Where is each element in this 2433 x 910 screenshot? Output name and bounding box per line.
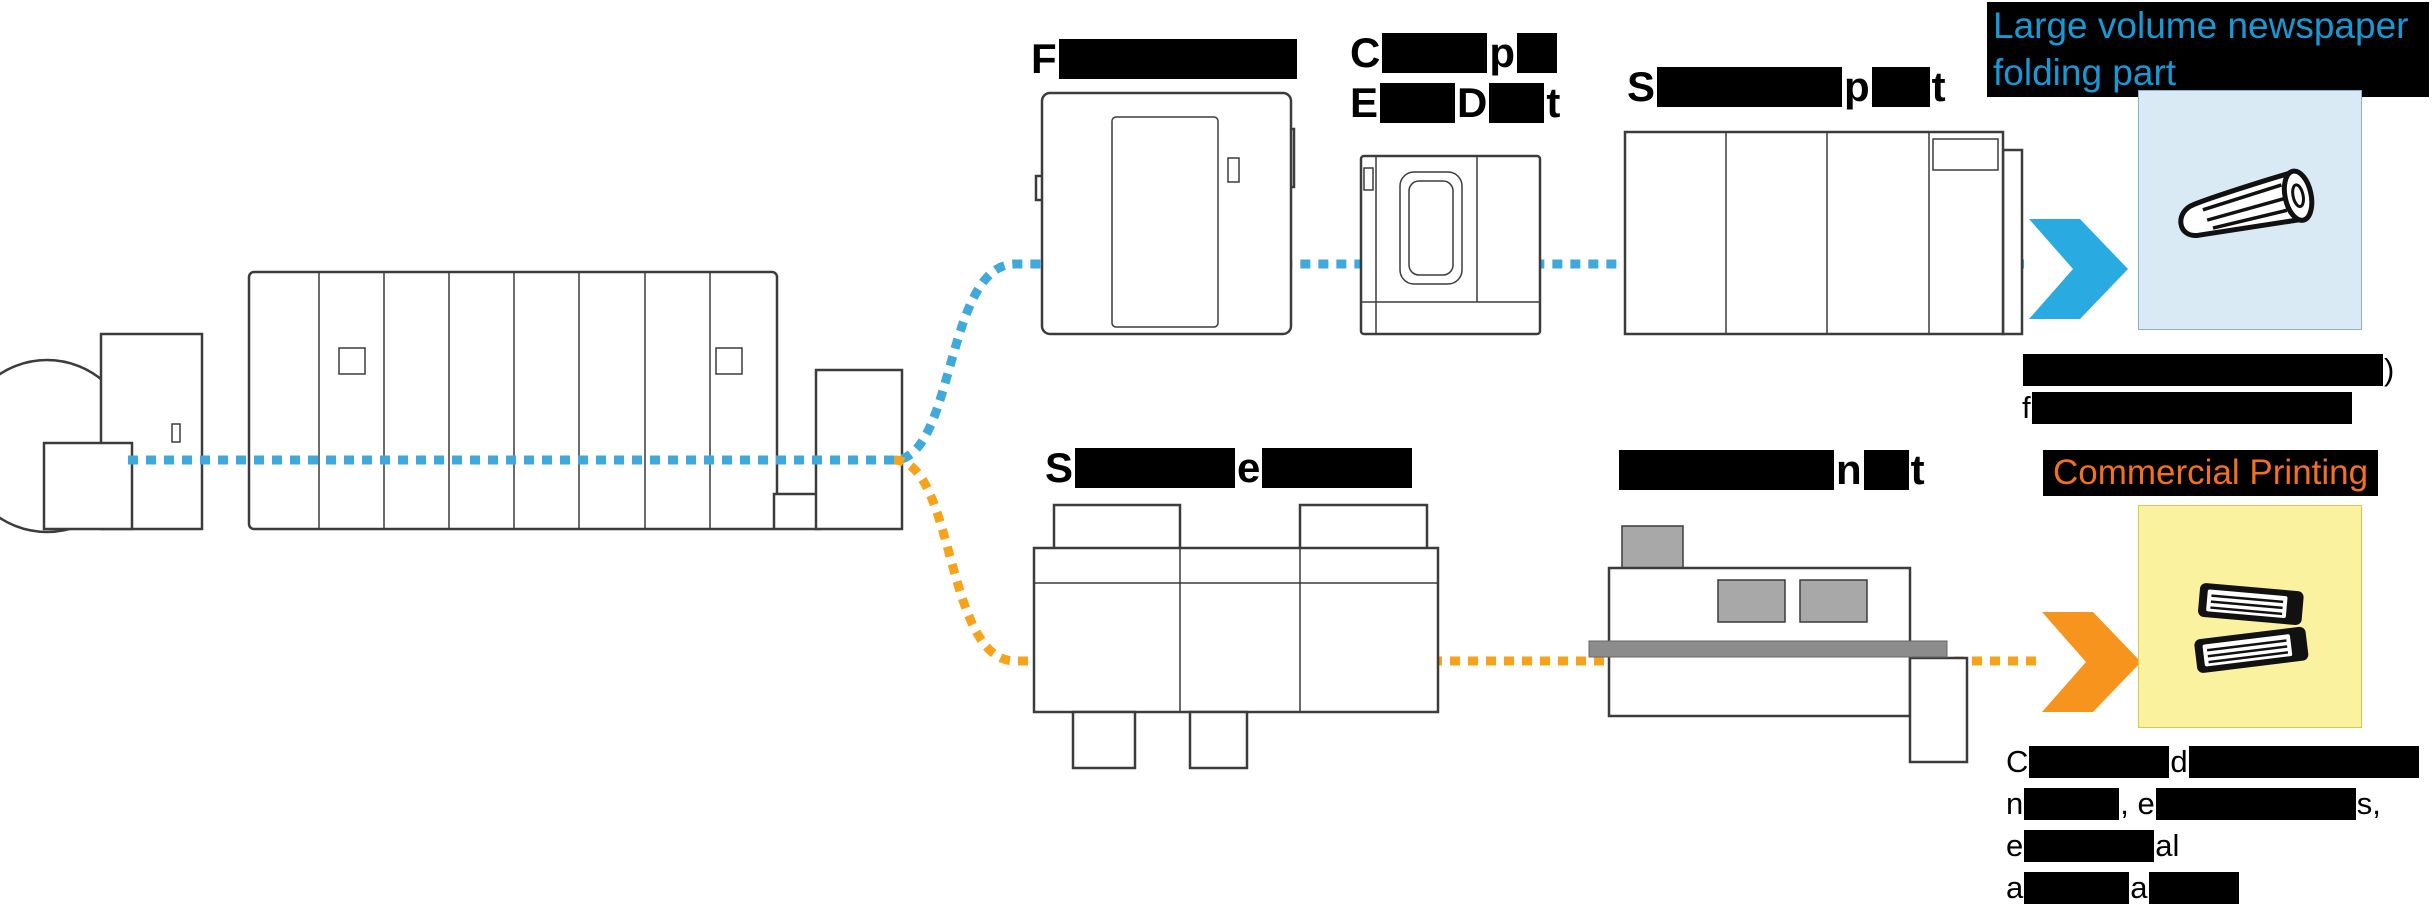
machine-top-cooling-unit [1359, 154, 1542, 336]
press-infeed-unit [42, 441, 134, 531]
printing-press-machine [0, 270, 904, 534]
stacker-panel-right [1799, 579, 1868, 623]
sheeter-right-attachment [2001, 148, 2024, 336]
newspaper-heading-line2: folding part [1993, 52, 2177, 93]
folder-foot-right [1188, 710, 1249, 770]
newspaper-icon [2178, 168, 2315, 238]
cooling-unit-window-inner [1408, 180, 1454, 276]
cooling-unit-window-outer [1399, 171, 1463, 285]
press-main-body [247, 270, 779, 531]
book-stack-icon [2194, 582, 2309, 673]
commercial-heading: Commercial Printing [2043, 450, 2379, 496]
commercial-arrow-icon [2042, 612, 2141, 712]
press-left-tower-latch [171, 423, 181, 443]
sheeter-top-panel [1932, 138, 1999, 171]
stacker-panel-left [1717, 579, 1786, 623]
press-outfeed-step [772, 492, 822, 531]
press-panel-right [715, 347, 743, 375]
newspaper-heading-line1: Large volume newspaper [1993, 5, 2409, 46]
machine-bottom-folder-unit [1032, 503, 1440, 770]
commercial-result-box [2138, 505, 2362, 728]
press-tower-dividers [318, 272, 711, 529]
former-unit-door [1111, 116, 1219, 328]
newspaper-arrow-icon [2029, 219, 2128, 319]
commercial-flow-line [893, 455, 2036, 666]
stacker-delivery-chute [1908, 656, 1969, 764]
machine-label-top-1: F [1031, 34, 1299, 84]
cooling-unit-body [1359, 154, 1542, 336]
former-unit-door-handle [1227, 157, 1240, 183]
machine-bottom-stacker-unit [1588, 525, 1969, 764]
former-unit-body [1040, 91, 1293, 336]
sheeter-body [1623, 130, 2005, 336]
newspaper-caption-line1: ) [2022, 351, 2394, 389]
newspaper-heading: Large volume newspaper folding part [1987, 2, 2429, 97]
press-panel-left [338, 347, 366, 375]
machine-top-former-unit [1034, 91, 1296, 336]
folder-body [1032, 546, 1440, 714]
newspaper-result-box [2138, 90, 2362, 330]
sheeter-dividers [1725, 132, 1930, 334]
machine-top-sheeter-part [1623, 130, 2024, 336]
cooling-unit-latch [1363, 167, 1374, 191]
stacker-top-box [1621, 525, 1684, 569]
stacker-conveyor-bar [1588, 640, 1948, 658]
press-right-tower [814, 368, 904, 531]
newspaper-caption-line2: f [2022, 389, 2353, 427]
folder-foot-left [1071, 710, 1137, 770]
newspaper-flow-line [128, 259, 2024, 465]
